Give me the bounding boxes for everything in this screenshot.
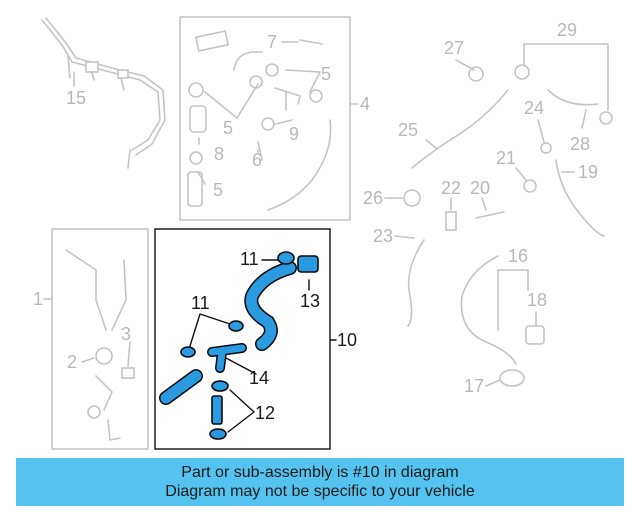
leader-5c <box>285 69 321 93</box>
highlighted-hose-assembly <box>159 251 319 440</box>
callout-13: 13 <box>300 291 320 311</box>
callout-11a: 11 <box>240 249 259 269</box>
box-1-parts <box>65 249 135 441</box>
callout-27: 27 <box>444 38 464 58</box>
callout-5c: 5 <box>321 64 331 84</box>
leader-20 <box>481 197 487 211</box>
leader-5a <box>204 83 259 119</box>
callout-25: 25 <box>398 120 418 140</box>
leader-17 <box>485 379 501 387</box>
right-side-parts <box>403 64 613 387</box>
callout-5b: 5 <box>213 180 223 200</box>
callout-15: 15 <box>66 88 86 108</box>
callout-17: 17 <box>464 376 484 396</box>
callout-23: 23 <box>373 226 393 246</box>
leader-23 <box>394 235 415 239</box>
callout-21: 21 <box>496 148 516 168</box>
callout-8: 8 <box>214 144 224 164</box>
callout-28: 28 <box>570 134 590 154</box>
callout-29: 29 <box>557 20 577 40</box>
callout-7: 7 <box>267 32 277 52</box>
leader-27 <box>455 59 475 71</box>
callout-12: 12 <box>255 403 275 423</box>
part-15-tube <box>41 17 166 169</box>
banner-line-2: Diagram may not be specific to your vehi… <box>165 483 475 500</box>
leader-12 <box>227 389 255 433</box>
callout-3: 3 <box>121 324 131 344</box>
callout-18: 18 <box>527 290 547 310</box>
callout-2: 2 <box>67 352 77 372</box>
callout-1: 1 <box>33 289 43 309</box>
box-4 <box>179 16 351 221</box>
leader-25 <box>425 139 437 149</box>
callout-4: 4 <box>360 94 370 114</box>
callout-22: 22 <box>441 178 461 198</box>
callout-20: 20 <box>470 178 490 198</box>
leader-24 <box>537 119 545 143</box>
banner-line-1: Part or sub-assembly is #10 in diagram <box>181 464 459 481</box>
callout-9: 9 <box>289 124 299 144</box>
callout-14: 14 <box>249 368 269 388</box>
leader-14 <box>225 357 257 375</box>
callout-26: 26 <box>363 188 383 208</box>
callout-24: 24 <box>524 98 544 118</box>
callout-19: 19 <box>578 162 598 182</box>
box-10 <box>154 228 331 450</box>
leader-5b <box>197 171 206 185</box>
leader-9 <box>275 119 293 125</box>
leader-21 <box>515 167 527 181</box>
callout-16: 16 <box>508 246 528 266</box>
callout-6: 6 <box>252 150 262 170</box>
leader-29 <box>523 43 609 111</box>
box-1 <box>51 228 149 450</box>
leader-11b <box>189 313 231 347</box>
info-banner: Part or sub-assembly is #10 in diagram D… <box>16 458 624 506</box>
callout-11b: 11 <box>191 293 210 313</box>
callout-5a: 5 <box>223 118 233 138</box>
leader-28 <box>581 109 587 129</box>
callout-10: 10 <box>337 330 357 350</box>
leader-2 <box>81 357 95 363</box>
leader-16 <box>497 269 529 331</box>
box-4-parts <box>187 30 332 211</box>
leader-3 <box>127 341 131 367</box>
